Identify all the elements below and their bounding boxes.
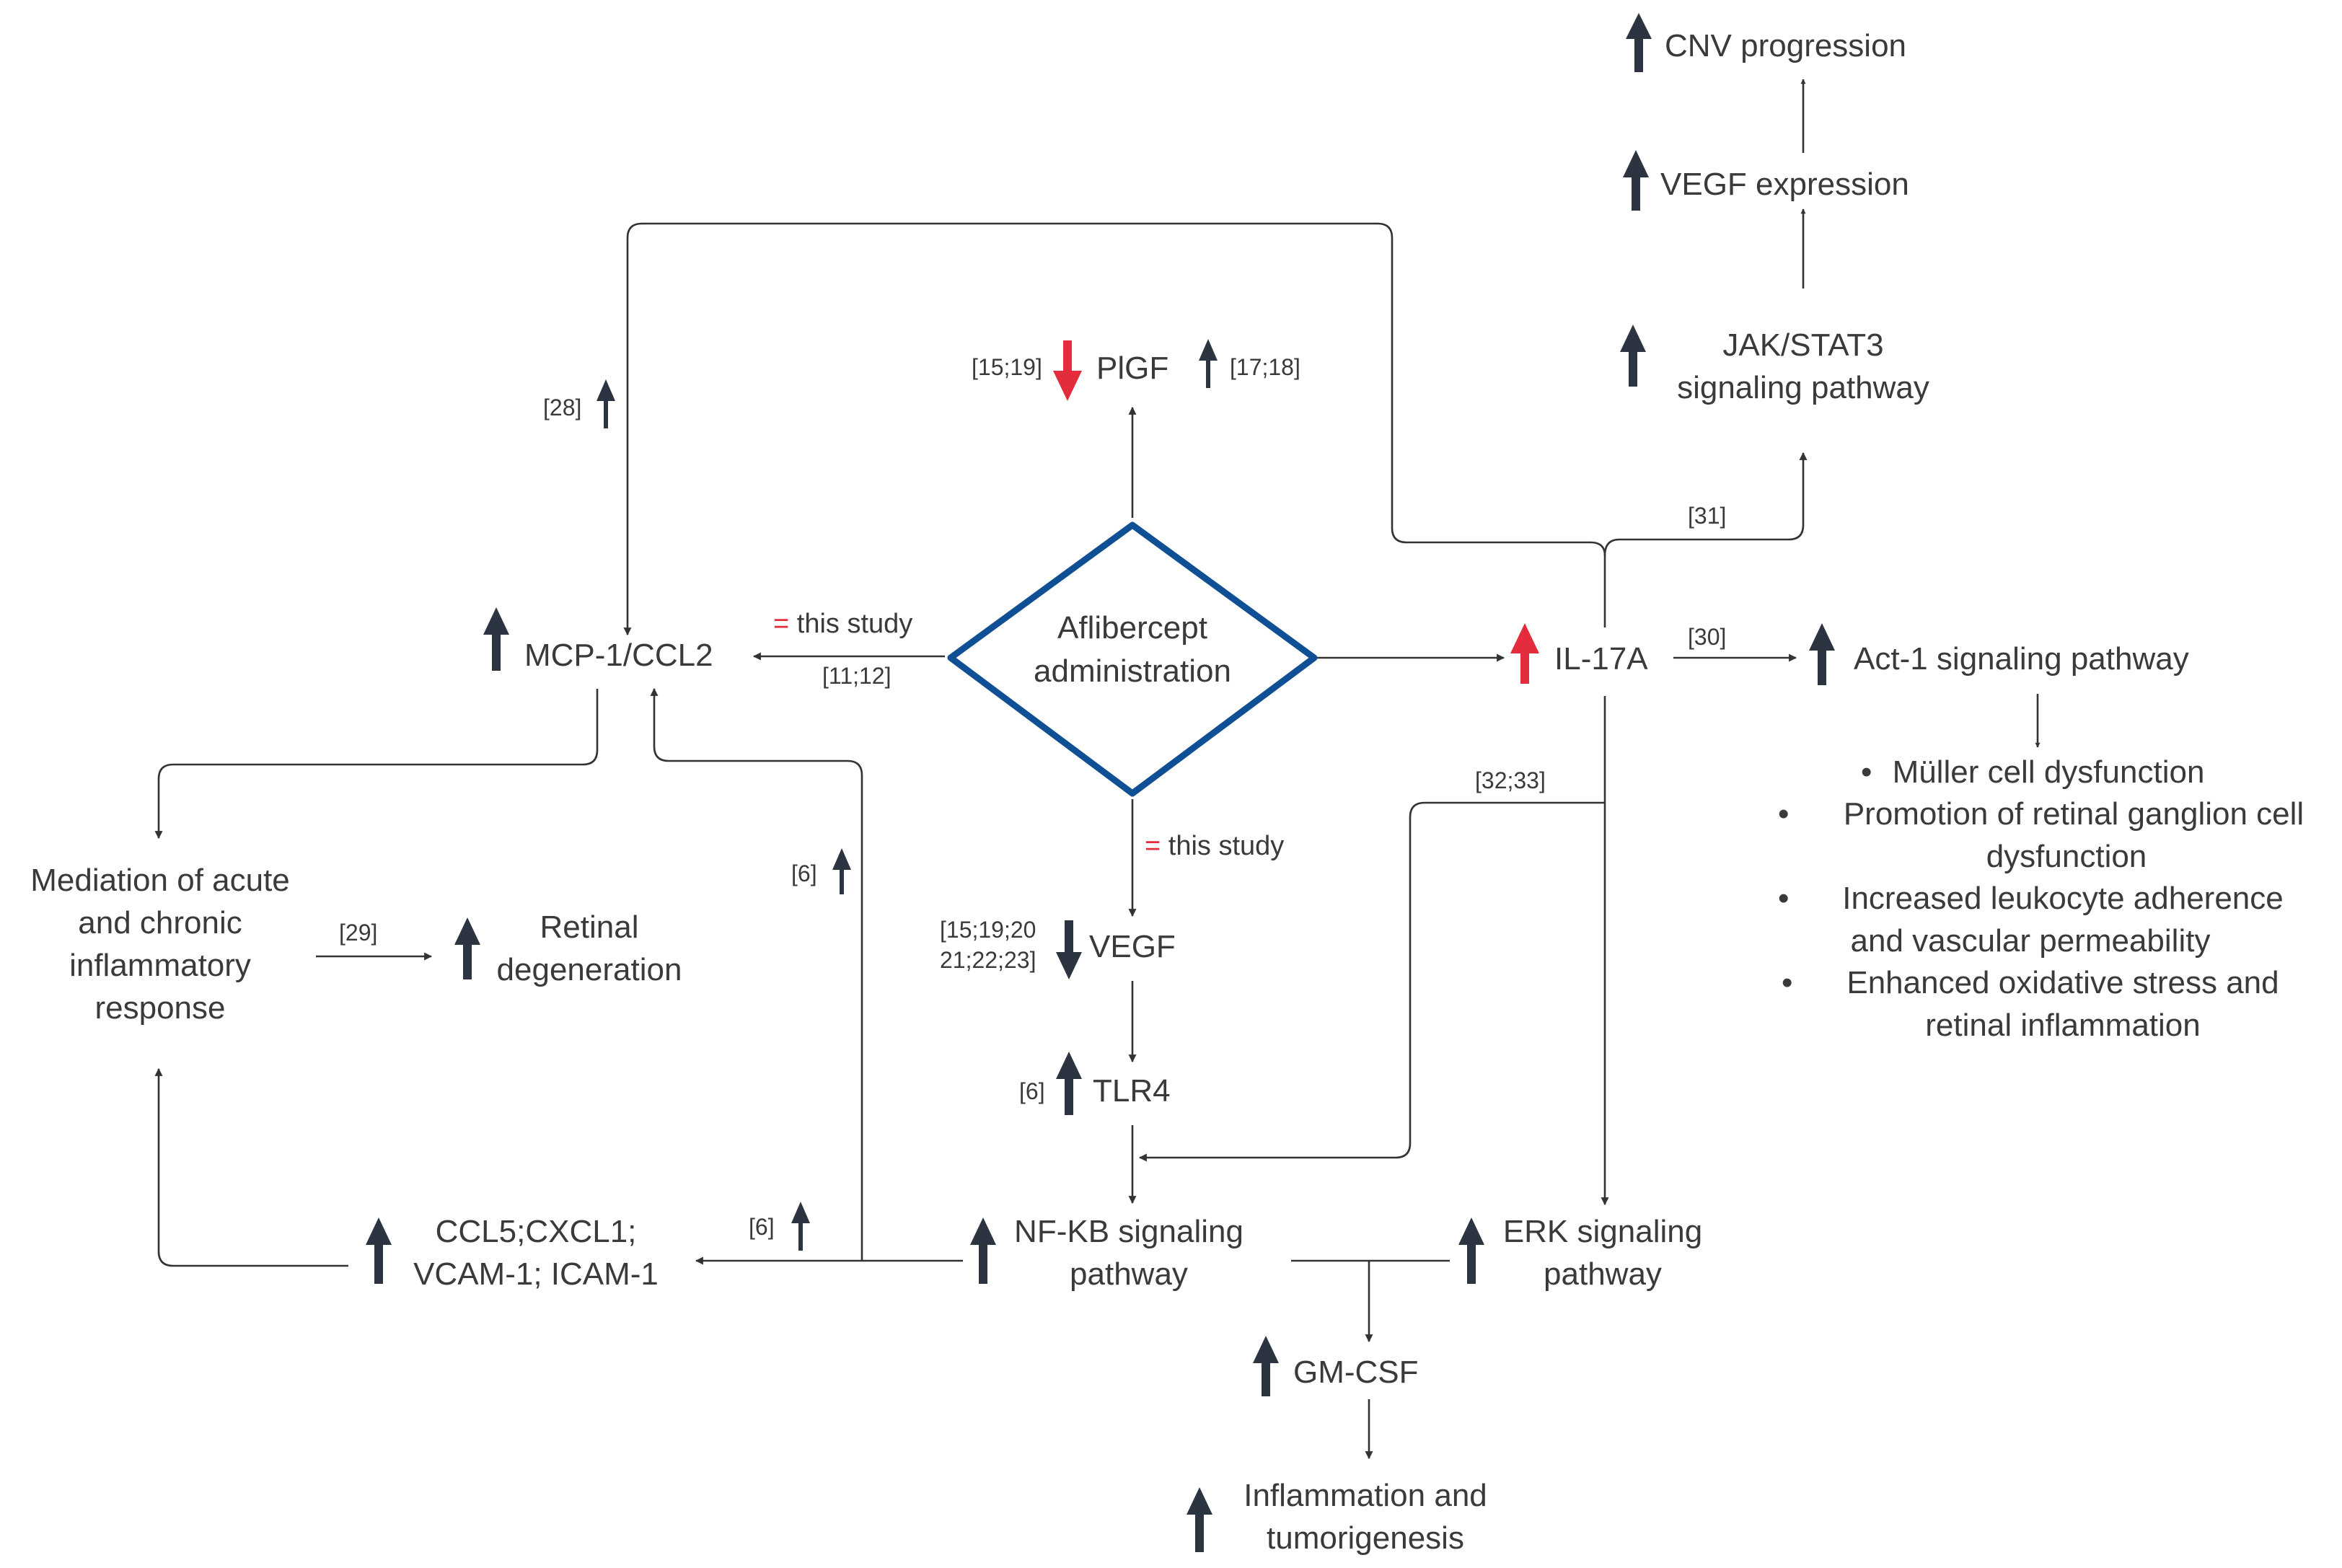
ref-mediation-retinal: [29] bbox=[339, 920, 377, 946]
ref-jak: [31] bbox=[1688, 503, 1726, 529]
up-arrow-icon bbox=[1458, 1217, 1484, 1284]
effect-item-1-line1: Müller cell dysfunction bbox=[1893, 754, 2205, 790]
tlr4-label: TLR4 bbox=[1093, 1073, 1171, 1109]
ccl5-label-line2: VCAM-1; ICAM-1 bbox=[413, 1256, 659, 1292]
red-indicator-arrows bbox=[1053, 340, 1539, 684]
indicator-arrows bbox=[366, 13, 1835, 1552]
mediation-label-line2: and chronic bbox=[78, 905, 242, 941]
effect-bullet: • bbox=[1778, 796, 1789, 832]
equals-sign: = bbox=[1145, 831, 1161, 861]
center-label-line1: Aflibercept bbox=[1057, 610, 1207, 646]
mediation-label-line1: Mediation of acute bbox=[30, 863, 290, 898]
inflammation-label-line1: Inflammation and bbox=[1243, 1478, 1487, 1513]
up-arrow-icon bbox=[1199, 339, 1218, 388]
study-label-vegf: = this study bbox=[1145, 831, 1284, 861]
ref-tlr4: [6] bbox=[1019, 1078, 1045, 1104]
effect-item-2-line1: Promotion of retinal ganglion cell bbox=[1844, 796, 2304, 832]
mediation-label-line3: inflammatory bbox=[69, 948, 251, 983]
up-arrow-icon bbox=[454, 917, 480, 979]
equals-sign: = bbox=[773, 609, 789, 639]
ref-vegf-line1: [15;19;20 bbox=[940, 917, 1036, 943]
ccl5-label-line1: CCL5;CXCL1; bbox=[436, 1214, 637, 1249]
up-arrow-icon bbox=[1623, 150, 1649, 211]
up-arrow-icon bbox=[1510, 623, 1539, 684]
effect-item-4-line1: Enhanced oxidative stress and bbox=[1846, 965, 2279, 1000]
cnv-progression-label: CNV progression bbox=[1665, 28, 1906, 63]
gmcsf-label: GM-CSF bbox=[1293, 1355, 1419, 1390]
ref-mcp-arrow: [11;12] bbox=[822, 663, 891, 689]
jak-stat3-label-line2: signaling pathway bbox=[1677, 370, 1929, 405]
vegf-label: VEGF bbox=[1089, 929, 1176, 964]
study-labels: = this study = this study bbox=[773, 609, 1284, 861]
up-arrow-icon bbox=[483, 607, 509, 671]
ref-plgf-left: [15;19] bbox=[972, 354, 1042, 380]
effect-item-3-line2: and vascular permeability bbox=[1851, 923, 2211, 959]
study-text: this study bbox=[1161, 831, 1284, 861]
inflammation-label-line2: tumorigenesis bbox=[1267, 1520, 1464, 1556]
connectors bbox=[154, 79, 2041, 1460]
edge-nfkb-mcp1 bbox=[650, 687, 863, 1261]
up-arrow-icon bbox=[366, 1217, 392, 1284]
vegf-expression-label: VEGF expression bbox=[1660, 167, 1909, 202]
down-arrow-icon bbox=[1056, 920, 1082, 979]
nfkb-label-line2: pathway bbox=[1070, 1256, 1188, 1292]
il17a-label: IL-17A bbox=[1554, 641, 1648, 677]
nfkb-label-line1: NF-KB signaling bbox=[1014, 1214, 1243, 1249]
study-label-mcp: = this study bbox=[773, 609, 912, 639]
up-arrow-icon bbox=[1620, 325, 1646, 387]
effect-bullet: • bbox=[1778, 881, 1789, 916]
reference-labels: [15;19] [17;18] [28] [11;12] [31] [30] [… bbox=[339, 354, 1726, 1240]
edge-mcp1-mediation bbox=[154, 689, 599, 840]
ref-mcp-top: [28] bbox=[543, 395, 581, 420]
mcp1-label: MCP-1/CCL2 bbox=[524, 638, 713, 673]
effect-item-4-line2: retinal inflammation bbox=[1925, 1008, 2201, 1043]
ref-erk-nfkb: [32;33] bbox=[1475, 767, 1546, 793]
up-arrow-icon bbox=[1809, 623, 1835, 685]
erk-label-line2: pathway bbox=[1544, 1256, 1662, 1292]
node-labels: CNV progression VEGF expression JAK/STAT… bbox=[30, 28, 2189, 1556]
retinal-degeneration-label-line1: Retinal bbox=[540, 909, 639, 945]
ref-plgf-right: [17;18] bbox=[1230, 354, 1300, 380]
effect-item-2-line2: dysfunction bbox=[1986, 839, 2147, 874]
effect-bullet: • bbox=[1861, 754, 1872, 790]
ref-nfkb-mcp: [6] bbox=[791, 860, 817, 886]
act1-label: Act-1 signaling pathway bbox=[1854, 641, 2189, 677]
mediation-label-line4: response bbox=[94, 990, 225, 1026]
edge-erk-nfkb bbox=[1138, 801, 1605, 1162]
ref-act1: [30] bbox=[1688, 624, 1726, 650]
up-arrow-icon bbox=[970, 1217, 996, 1284]
ref-vegf-line2: 21;22;23] bbox=[940, 947, 1036, 973]
study-text: this study bbox=[789, 609, 912, 639]
center-label-line2: administration bbox=[1034, 653, 1231, 689]
up-arrow-icon bbox=[1253, 1336, 1279, 1396]
effect-bullet: • bbox=[1782, 965, 1792, 1000]
up-arrow-icon bbox=[1056, 1052, 1082, 1115]
act1-effects-list: • Müller cell dysfunction • Promotion of… bbox=[1778, 754, 2304, 1043]
plgf-label: PlGF bbox=[1096, 351, 1168, 386]
edge-il17a-mcp1 bbox=[623, 222, 1606, 636]
effect-item-3-line1: Increased leukocyte adherence bbox=[1842, 881, 2284, 916]
aflibercept-node: Aflibercept administration bbox=[947, 521, 1318, 797]
edge-ccl5-mediation bbox=[154, 1067, 348, 1267]
ref-nfkb-ccl5: [6] bbox=[749, 1214, 775, 1240]
up-arrow-icon bbox=[832, 848, 851, 894]
retinal-degeneration-label-line2: degeneration bbox=[497, 952, 682, 987]
center-diamond bbox=[947, 521, 1318, 797]
edge-il17a-jak bbox=[1603, 452, 1808, 556]
up-arrow-icon bbox=[791, 1202, 810, 1251]
up-arrow-icon bbox=[1187, 1487, 1212, 1552]
erk-label-line1: ERK signaling bbox=[1503, 1214, 1702, 1249]
up-arrow-icon bbox=[1626, 13, 1652, 72]
up-arrow-icon bbox=[596, 379, 615, 428]
jak-stat3-label-line1: JAK/STAT3 bbox=[1722, 327, 1883, 363]
down-arrow-icon bbox=[1053, 340, 1082, 401]
